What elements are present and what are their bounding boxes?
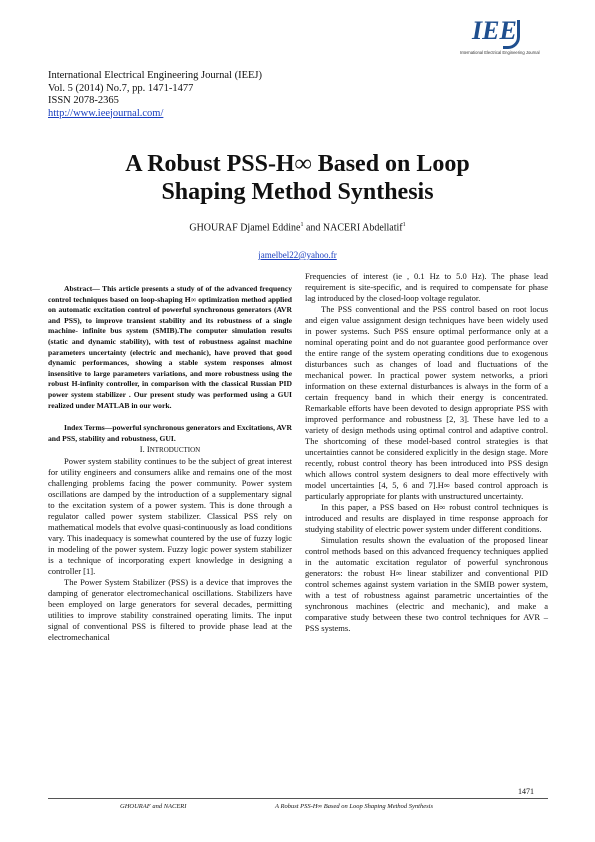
journal-issn: ISSN 2078-2365 <box>48 95 119 106</box>
section-initial: I <box>146 444 150 455</box>
journal-volume: Vol. 5 (2014) No.7, pp. 1471-1477 <box>48 82 194 94</box>
right-paragraph-2: In this paper, a PSS based on H∞ robust … <box>305 502 548 534</box>
author-list: GHOURAF Djamel Eddine1 and NACERI Abdell… <box>60 222 535 233</box>
section-heading-introduction: I. INTRODUCTION <box>48 444 292 456</box>
title-line-1: A Robust PSS-H∞ Based on Loop <box>125 151 470 177</box>
intro-paragraph-1: Power system stability continues to be t… <box>48 456 292 577</box>
right-paragraph-0: Frequencies of interest (ie , 0.1 Hz to … <box>305 271 548 303</box>
footer-authors: GHOURAF and NACERI <box>120 803 187 810</box>
author-2-affiliation: 1 <box>402 222 406 228</box>
footer-divider <box>48 798 548 799</box>
journal-info: International Electrical Engineering Jou… <box>48 70 262 120</box>
paper-title: A Robust PSS-H∞ Based on Loop Shaping Me… <box>60 150 535 206</box>
footer-title: A Robust PSS-H∞ Based on Loop Shaping Me… <box>275 803 433 810</box>
page-number: 1471 <box>518 787 534 796</box>
logo-tagline: International Electrical Engineering Jou… <box>460 50 540 55</box>
right-column: Frequencies of interest (ie , 0.1 Hz to … <box>305 271 548 634</box>
author-conjunction: and <box>303 222 323 234</box>
section-title-rest: NTRODUCTION <box>149 446 201 455</box>
author-email: jamelbel22@yahoo.fr <box>60 250 535 260</box>
journal-name: International Electrical Engineering Jou… <box>48 70 262 81</box>
left-column: Abstract— This article presents a study … <box>48 284 292 643</box>
author-1: GHOURAF Djamel Eddine <box>189 222 301 234</box>
email-link[interactable]: jamelbel22@yahoo.fr <box>258 250 337 260</box>
right-paragraph-3: Simulation results shown the evaluation … <box>305 535 548 633</box>
author-2: NACERI Abdellatif <box>322 222 403 234</box>
journal-logo: IEE International Electrical Engineering… <box>460 18 572 64</box>
logo-hook-shape <box>503 20 520 49</box>
index-terms: Index Terms—powerful synchronous generat… <box>48 423 292 443</box>
journal-url-link[interactable]: http://www.ieejournal.com/ <box>48 107 164 119</box>
author-1-affiliation: 1 <box>300 222 304 228</box>
title-line-2: Shaping Method Synthesis <box>161 179 434 205</box>
section-number: I. <box>139 444 147 455</box>
abstract: Abstract— This article presents a study … <box>48 284 292 410</box>
intro-paragraph-2: The Power System Stabilizer (PSS) is a d… <box>48 577 292 643</box>
right-paragraph-1: The PSS conventional and the PSS control… <box>305 304 548 501</box>
